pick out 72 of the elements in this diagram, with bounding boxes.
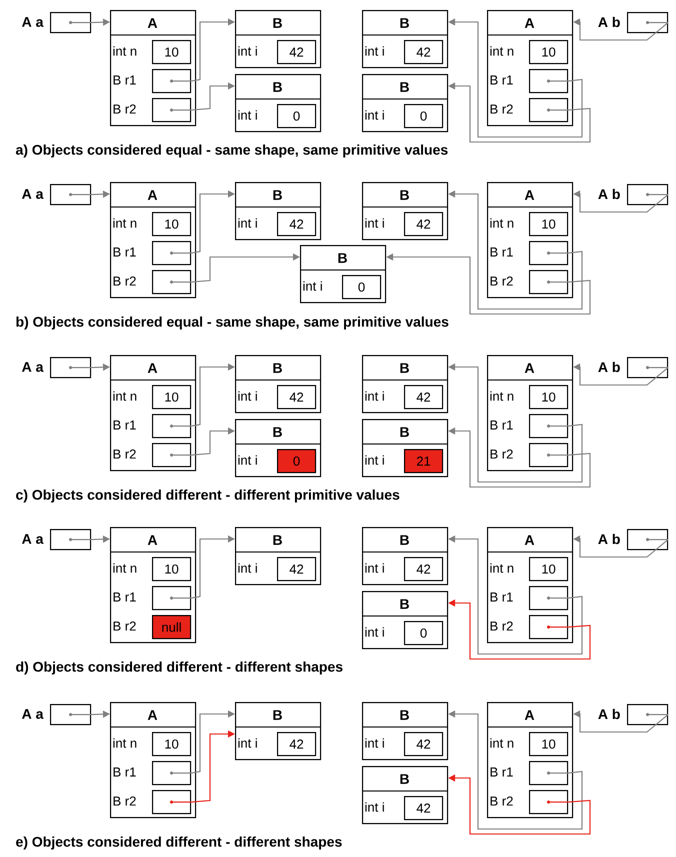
value-field: null — [152, 615, 192, 640]
value-field: 0 — [342, 275, 382, 300]
value-field: 10 — [152, 40, 192, 64]
node-label: A a — [22, 362, 44, 372]
reference-field — [152, 270, 192, 294]
value-field: 21 — [404, 449, 444, 474]
reference-field — [529, 98, 568, 122]
variable-box: A b — [598, 529, 668, 550]
variable-box: A a — [22, 12, 92, 34]
value-field: 10 — [529, 557, 568, 582]
variable-box: A a — [22, 184, 92, 206]
value-field: 42 — [404, 557, 444, 582]
value-field: 0 — [277, 449, 316, 474]
value-field: 10 — [152, 557, 192, 582]
caption: d) Objects considered different - different shapes — [16, 661, 342, 675]
variable-box: A a — [22, 704, 92, 726]
variable-box: A b — [598, 184, 668, 206]
reference-field — [152, 586, 192, 610]
caption: a) Objects considered equal - same shape, same primitive values — [16, 144, 448, 158]
variable-box: A b — [598, 12, 668, 34]
reference-field — [529, 761, 568, 786]
value-field: 0 — [404, 104, 444, 128]
value-field: 10 — [152, 212, 192, 236]
reference-field — [152, 790, 192, 814]
reference-field — [529, 270, 568, 294]
reference-field — [529, 241, 568, 266]
variable-box: A b — [598, 704, 668, 726]
value-field: 10 — [529, 385, 568, 410]
value-field: 42 — [277, 557, 316, 582]
variable-box: A a — [22, 529, 92, 550]
value-field: 42 — [404, 40, 444, 64]
node-label: A b — [598, 362, 620, 372]
value-field: 42 — [277, 732, 316, 756]
node-label: A b — [598, 16, 620, 28]
node-label: A b — [598, 708, 620, 720]
reference-field — [529, 69, 568, 94]
value-field: 0 — [404, 621, 444, 646]
node-label: A a — [22, 534, 44, 544]
variable-box: A a — [22, 357, 92, 378]
node-label: A a — [22, 709, 44, 719]
caption: c) Objects considered different - different primitive values — [16, 489, 400, 503]
caption: b) Objects considered equal - same shape, same primitive values — [16, 316, 448, 330]
value-field: 42 — [404, 732, 444, 756]
value-field: 42 — [277, 212, 316, 236]
variable-box: A b — [598, 357, 668, 378]
value-field: 42 — [277, 40, 316, 64]
value-field: 42 — [404, 212, 444, 236]
reference-field — [152, 761, 192, 786]
value-field: 10 — [529, 732, 568, 756]
reference-field — [529, 615, 568, 640]
value-field: 42 — [277, 385, 316, 410]
reference-field — [529, 790, 568, 814]
node-label: A b — [598, 188, 620, 200]
reference-field — [529, 586, 568, 610]
reference-field — [152, 69, 192, 94]
node-label: A a — [22, 189, 44, 199]
value-field: 10 — [529, 212, 568, 236]
reference-field — [152, 443, 192, 468]
reference-field — [152, 98, 192, 122]
reference-field — [529, 414, 568, 438]
reference-field — [529, 443, 568, 468]
reference-field — [152, 241, 192, 266]
value-field: 0 — [277, 104, 316, 128]
value-field: 10 — [152, 385, 192, 410]
value-field: 42 — [404, 385, 444, 410]
value-field: 42 — [404, 796, 444, 820]
reference-field — [152, 414, 192, 438]
node-label: A b — [598, 534, 620, 544]
value-field: 10 — [152, 732, 192, 756]
node-label: A a — [22, 17, 44, 27]
value-field: 10 — [529, 40, 568, 64]
caption: e) Objects considered different - different shapes — [16, 836, 342, 850]
